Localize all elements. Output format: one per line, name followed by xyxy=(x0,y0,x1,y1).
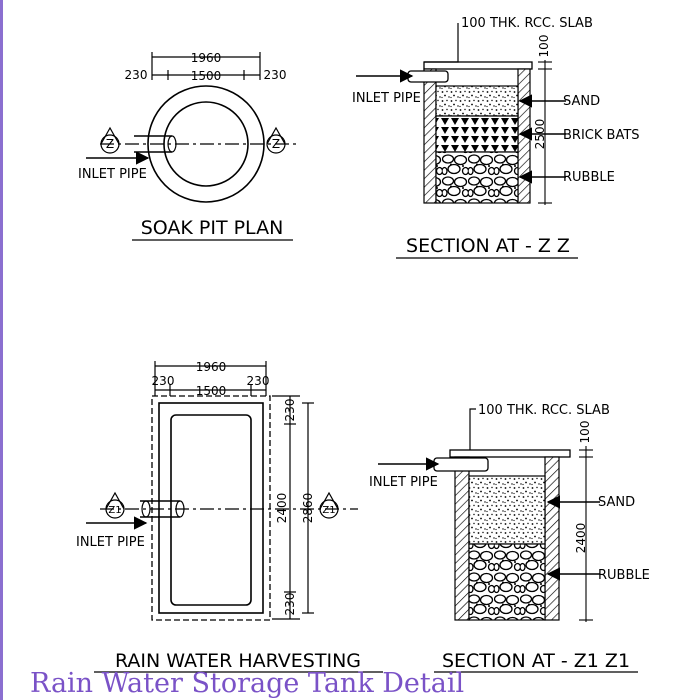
brick-bats-label: BRICK BATS xyxy=(563,128,640,143)
tank-outer-wall xyxy=(158,402,264,614)
section-marker-right-arrow xyxy=(266,126,286,145)
dim-left-wall: 230 xyxy=(125,68,148,82)
slab-leader xyxy=(424,23,459,63)
left-wall xyxy=(423,68,437,204)
right-wall xyxy=(517,68,531,204)
dim-right-wall: 230 xyxy=(264,68,287,82)
sand-label: SAND xyxy=(563,94,600,109)
image-caption: Rain Water Storage Tank Detail xyxy=(30,668,465,699)
dim-height: 2500 xyxy=(533,119,547,150)
dim-left-wall: 230 xyxy=(152,374,175,388)
rubble-layer xyxy=(468,543,546,621)
dim-slab: 100 xyxy=(537,35,551,58)
right-wall xyxy=(544,456,560,621)
inlet-pipe xyxy=(407,70,449,83)
section-marker-right-label: Z xyxy=(272,137,280,151)
dim-bottom-wall: 230 xyxy=(283,593,297,616)
rcc-slab xyxy=(449,449,571,458)
sand-layer xyxy=(468,475,546,545)
dim-inner-length: 2400 xyxy=(275,493,289,524)
dim-total: 1960 xyxy=(196,360,227,374)
left-wall xyxy=(454,456,470,621)
rubble-label: RUBBLE xyxy=(598,568,650,583)
inlet-pipe xyxy=(433,457,489,472)
dim-inner: 1500 xyxy=(196,384,227,398)
section-title: SECTION AT - Z Z xyxy=(406,235,570,257)
section-title: SECTION AT - Z1 Z1 xyxy=(442,650,630,672)
section-zz xyxy=(356,23,578,259)
soak-pit-plan xyxy=(86,52,296,241)
dim-total: 1960 xyxy=(191,51,222,65)
rain-water-harvesting-plan xyxy=(86,361,383,673)
dim-top-wall: 230 xyxy=(283,399,297,422)
slab-leader xyxy=(469,408,476,450)
section-marker-left-arrow xyxy=(100,126,120,145)
brick-bats-layer xyxy=(435,115,519,153)
inlet-pipe-end xyxy=(167,135,177,153)
section-marker-right-arrow xyxy=(319,491,339,510)
dim-right-wall: 230 xyxy=(247,374,270,388)
inlet-label: INLET PIPE xyxy=(352,91,421,106)
rubble-label: RUBBLE xyxy=(563,170,615,185)
sand-label: SAND xyxy=(598,495,635,510)
section-marker-left-arrow xyxy=(105,491,125,510)
section-marker-left-label: Z1 xyxy=(108,505,121,516)
dim-total-length: 2860 xyxy=(301,493,315,524)
inlet-label: INLET PIPE xyxy=(76,535,145,550)
dim-slab: 100 xyxy=(578,421,592,444)
dim-inner: 1500 xyxy=(191,69,222,83)
slab-label: 100 THK. RCC. SLAB xyxy=(478,403,610,418)
slab-label: 100 THK. RCC. SLAB xyxy=(461,16,593,31)
rubble-layer xyxy=(435,151,519,204)
section-z1z1 xyxy=(378,408,638,673)
inlet-pipe-end xyxy=(175,500,185,518)
section-marker-right-label: Z1 xyxy=(322,505,335,516)
sand-layer xyxy=(435,85,519,117)
plan-title: RAIN WATER HARVESTING xyxy=(115,650,361,672)
section-marker-left-label: Z xyxy=(106,137,114,151)
plan-title: SOAK PIT PLAN xyxy=(141,217,284,239)
rcc-slab xyxy=(423,61,533,70)
tank-inner xyxy=(170,414,252,606)
inlet-label: INLET PIPE xyxy=(369,475,438,490)
inlet-label: INLET PIPE xyxy=(78,167,147,182)
page-left-border xyxy=(0,0,3,700)
tank-outer-dashed xyxy=(151,395,271,621)
dim-height: 2400 xyxy=(574,523,588,554)
